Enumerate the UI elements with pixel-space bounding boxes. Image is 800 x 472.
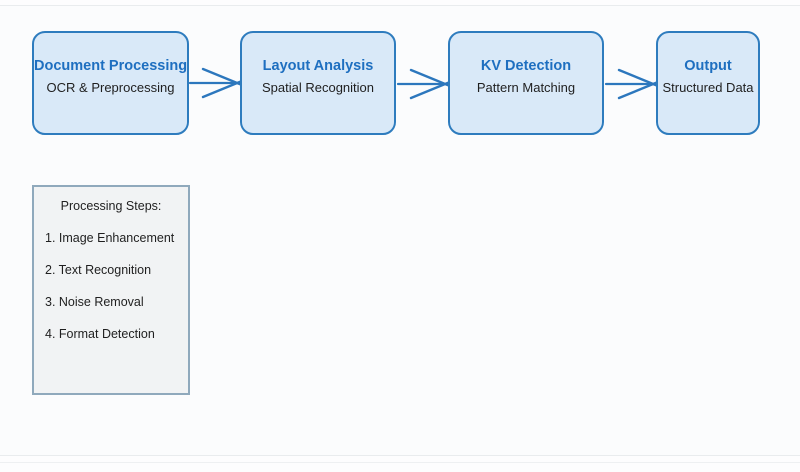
processing-step-item: 2. Text Recognition — [45, 263, 152, 277]
node-title: Output — [684, 58, 732, 74]
node-subtitle: Spatial Recognition — [261, 80, 375, 95]
arrow-kv-to-output — [604, 68, 660, 100]
processing-step-item: 3. Noise Removal — [45, 295, 144, 309]
bottom-divider — [0, 462, 800, 463]
flow-node-output: Output Structured Data — [656, 31, 760, 135]
node-title: KV Detection — [480, 58, 572, 74]
node-title: Document Processing — [34, 58, 188, 74]
flow-node-document-processing: Document Processing OCR & Preprocessing — [32, 31, 189, 135]
processing-step-item: 4. Format Detection — [45, 327, 155, 341]
processing-step-item: 1. Image Enhancement — [45, 231, 175, 245]
node-subtitle: OCR & Preprocessing — [46, 80, 175, 95]
processing-steps-title: Processing Steps: — [60, 199, 162, 213]
flow-node-kv-detection: KV Detection Pattern Matching — [448, 31, 604, 135]
flow-node-layout-analysis: Layout Analysis Spatial Recognition — [240, 31, 396, 135]
arrow-doc-to-layout — [188, 67, 244, 99]
processing-steps-panel: Processing Steps: 1. Image Enhancement 2… — [32, 185, 190, 395]
node-subtitle: Structured Data — [662, 80, 754, 95]
node-title: Layout Analysis — [262, 58, 374, 74]
node-subtitle: Pattern Matching — [476, 80, 576, 95]
arrow-layout-to-kv — [396, 68, 452, 100]
